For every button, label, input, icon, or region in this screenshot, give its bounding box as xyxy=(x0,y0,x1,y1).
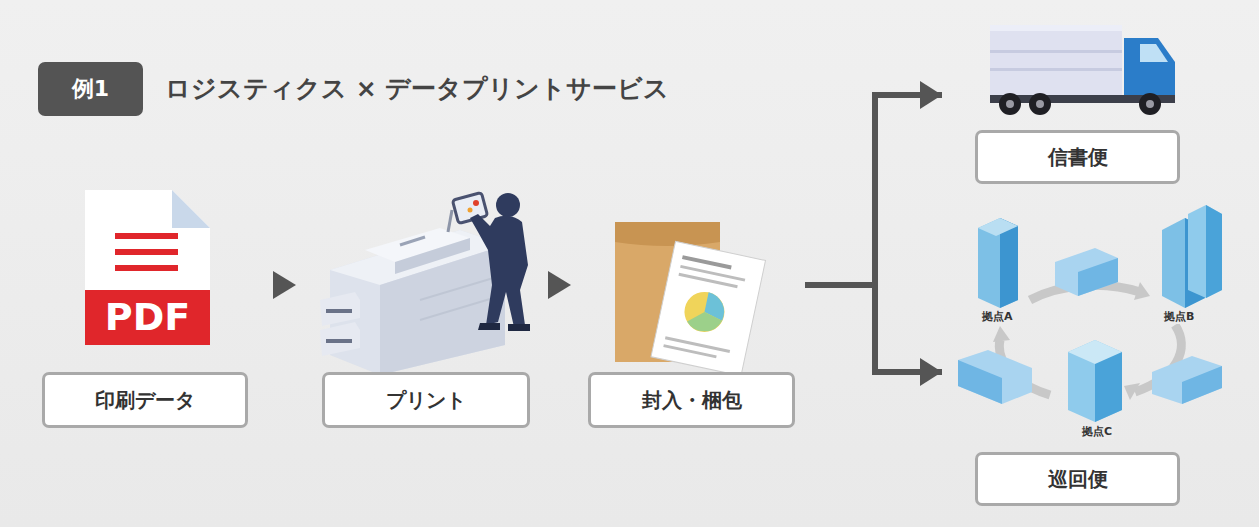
delivery-box: 信書便 xyxy=(945,20,1185,185)
example-badge: 例1 xyxy=(38,62,143,116)
envelope-illustration xyxy=(615,222,766,376)
operator-figure xyxy=(470,214,528,327)
flow-arrow xyxy=(548,271,571,299)
truck-illustration xyxy=(1029,93,1051,115)
truck-illustration xyxy=(1124,38,1175,98)
truck-illustration xyxy=(1006,100,1014,108)
printer-illustration xyxy=(326,309,352,313)
operator-figure xyxy=(496,193,520,217)
building-a xyxy=(978,218,1018,236)
building-c xyxy=(1068,340,1122,364)
route-truck xyxy=(958,248,1222,404)
truck-illustration xyxy=(999,93,1021,115)
printer-illustration xyxy=(400,237,425,245)
delivery-box: 巡回便 xyxy=(945,205,1230,507)
truck-illustration xyxy=(990,68,1122,71)
building-a xyxy=(978,218,1018,308)
flow-arrow xyxy=(273,271,296,299)
box-label: 信書便 xyxy=(1048,144,1108,171)
printer-illustration xyxy=(448,210,452,232)
pdf-label: PDF xyxy=(85,295,210,339)
building-a xyxy=(978,218,1018,308)
route-truck xyxy=(1152,356,1222,404)
printer-illustration xyxy=(326,339,352,343)
site-label: 拠点C xyxy=(1080,424,1114,439)
badge-text: 例1 xyxy=(72,74,109,104)
label-box: プリント xyxy=(322,372,530,428)
process-box: プリント xyxy=(320,188,530,428)
flow-arrow xyxy=(805,285,942,372)
envelope-illustration xyxy=(686,309,723,335)
envelope-illustration xyxy=(681,288,728,335)
pdf-icon xyxy=(172,190,210,228)
building-c xyxy=(1068,340,1122,422)
operator-figure xyxy=(470,193,530,331)
building-c xyxy=(1095,352,1122,422)
truck-illustration xyxy=(1139,93,1161,115)
route-truck xyxy=(1055,248,1118,296)
truck-illustration xyxy=(990,25,1175,115)
route-ring xyxy=(1134,282,1150,300)
truck-illustration xyxy=(1140,44,1168,62)
truck-illustration xyxy=(990,50,1122,53)
route-truck xyxy=(1078,258,1118,296)
printer-illustration xyxy=(395,238,470,274)
title-text: ロジスティクス × データプリントサービス xyxy=(165,72,669,105)
label-box: 印刷データ xyxy=(42,372,248,428)
printer-illustration xyxy=(320,322,360,356)
operator-figure xyxy=(478,323,530,331)
route-truck xyxy=(958,350,1032,404)
truck-illustration xyxy=(990,25,1122,97)
pdf-icon xyxy=(85,190,210,345)
route-truck xyxy=(1182,366,1222,404)
box-label: 巡回便 xyxy=(1048,466,1108,493)
box-label: プリント xyxy=(386,387,466,414)
building-c xyxy=(1068,340,1122,422)
truck-illustration xyxy=(1036,100,1044,108)
route-ring xyxy=(1124,383,1140,400)
envelope-illustration xyxy=(651,241,766,376)
envelope-illustration xyxy=(651,241,766,376)
flow-arrow xyxy=(805,95,942,285)
box-label: 封入・梱包 xyxy=(642,387,742,414)
building-b xyxy=(1206,205,1222,298)
box-label: 印刷データ xyxy=(95,387,195,414)
pdf-icon xyxy=(115,233,178,239)
building-b xyxy=(1162,205,1222,308)
process-box: 封入・梱包 xyxy=(588,188,795,428)
pdf-icon xyxy=(115,249,178,255)
printer-illustration xyxy=(320,292,360,326)
pdf-icon xyxy=(85,290,210,345)
envelope-illustration xyxy=(678,273,737,288)
envelope-illustration xyxy=(680,265,745,282)
route-ring xyxy=(993,326,1010,342)
truck-illustration xyxy=(990,25,1122,31)
envelope-illustration xyxy=(665,336,730,353)
envelope-illustration xyxy=(615,222,720,246)
label-box: 封入・梱包 xyxy=(588,372,795,428)
site-label: 拠点A xyxy=(980,309,1015,324)
truck-illustration xyxy=(1146,100,1154,108)
pdf-icon xyxy=(115,265,178,271)
label-box: 巡回便 xyxy=(975,452,1180,506)
pdf-icon xyxy=(85,190,210,345)
route-truck xyxy=(958,360,1002,404)
printer-illustration xyxy=(468,208,473,213)
label-box: 信書便 xyxy=(975,130,1180,184)
building-b xyxy=(1188,205,1222,298)
printer-illustration xyxy=(473,200,479,206)
envelope-illustration xyxy=(663,344,716,358)
site-label: 拠点B xyxy=(1162,309,1196,324)
